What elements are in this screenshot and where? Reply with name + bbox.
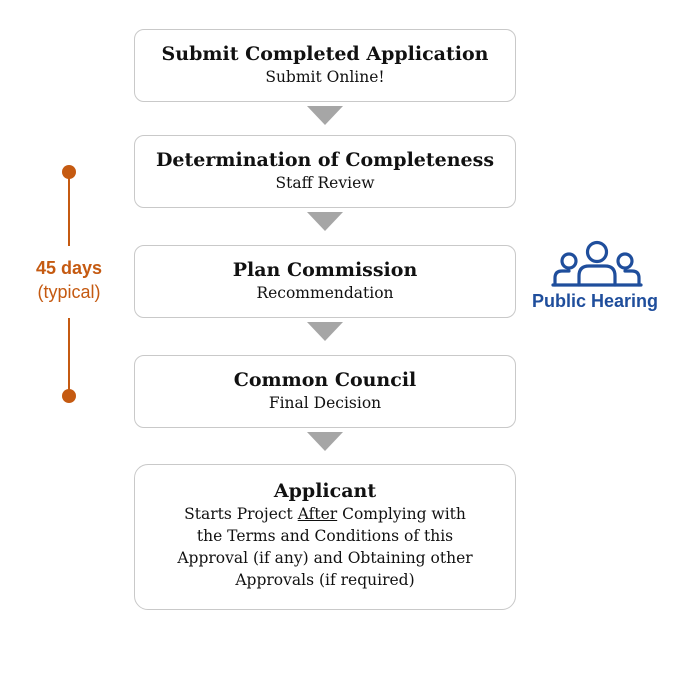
step-title: Submit Completed Application [161, 43, 489, 65]
step-applicant: Applicant Starts Project After Complying… [134, 464, 516, 610]
flow-arrow [307, 432, 343, 451]
step-title: Determination of Completeness [155, 149, 495, 171]
duration-qualifier: (typical) [37, 282, 101, 302]
step-description-line: Starts Project After Complying with [135, 503, 515, 525]
step-subtitle: Submit Online! [265, 68, 385, 86]
step-common-council: Common Council Final Decision [134, 355, 516, 428]
step-title: Common Council [233, 369, 417, 391]
text-fragment: Starts Project [184, 505, 298, 523]
step-plan-commission: Plan Commission Recommendation [134, 245, 516, 318]
public-hearing-label: Public Hearing [532, 291, 659, 311]
step-title: Applicant [273, 480, 377, 502]
timeline-start-dot [62, 165, 76, 179]
step-submit-application: Submit Completed Application Submit Onli… [134, 29, 516, 102]
step-subtitle: Recommendation [256, 284, 394, 302]
flow-arrow [307, 212, 343, 231]
people-group-icon [551, 240, 643, 287]
flow-arrow [307, 322, 343, 341]
step-title: Plan Commission [232, 259, 418, 281]
step-description-line: Approvals (if required) [235, 571, 415, 589]
timeline-duration-label: 45 days (typical) [14, 256, 124, 304]
emphasis-after: After [297, 505, 338, 523]
step-description-line: Approval (if any) and Obtaining other [177, 549, 473, 567]
timeline-line-bottom [68, 318, 70, 390]
timeline-end-dot [62, 389, 76, 403]
flow-arrow [307, 106, 343, 125]
text-fragment: Complying with [337, 505, 466, 523]
step-subtitle: Final Decision [268, 394, 382, 412]
duration-text: 45 days [35, 258, 103, 278]
timeline-line-top [68, 178, 70, 246]
step-determination-of-completeness: Determination of Completeness Staff Revi… [134, 135, 516, 208]
step-description-line: the Terms and Conditions of this [196, 527, 454, 545]
step-subtitle: Staff Review [275, 174, 375, 192]
